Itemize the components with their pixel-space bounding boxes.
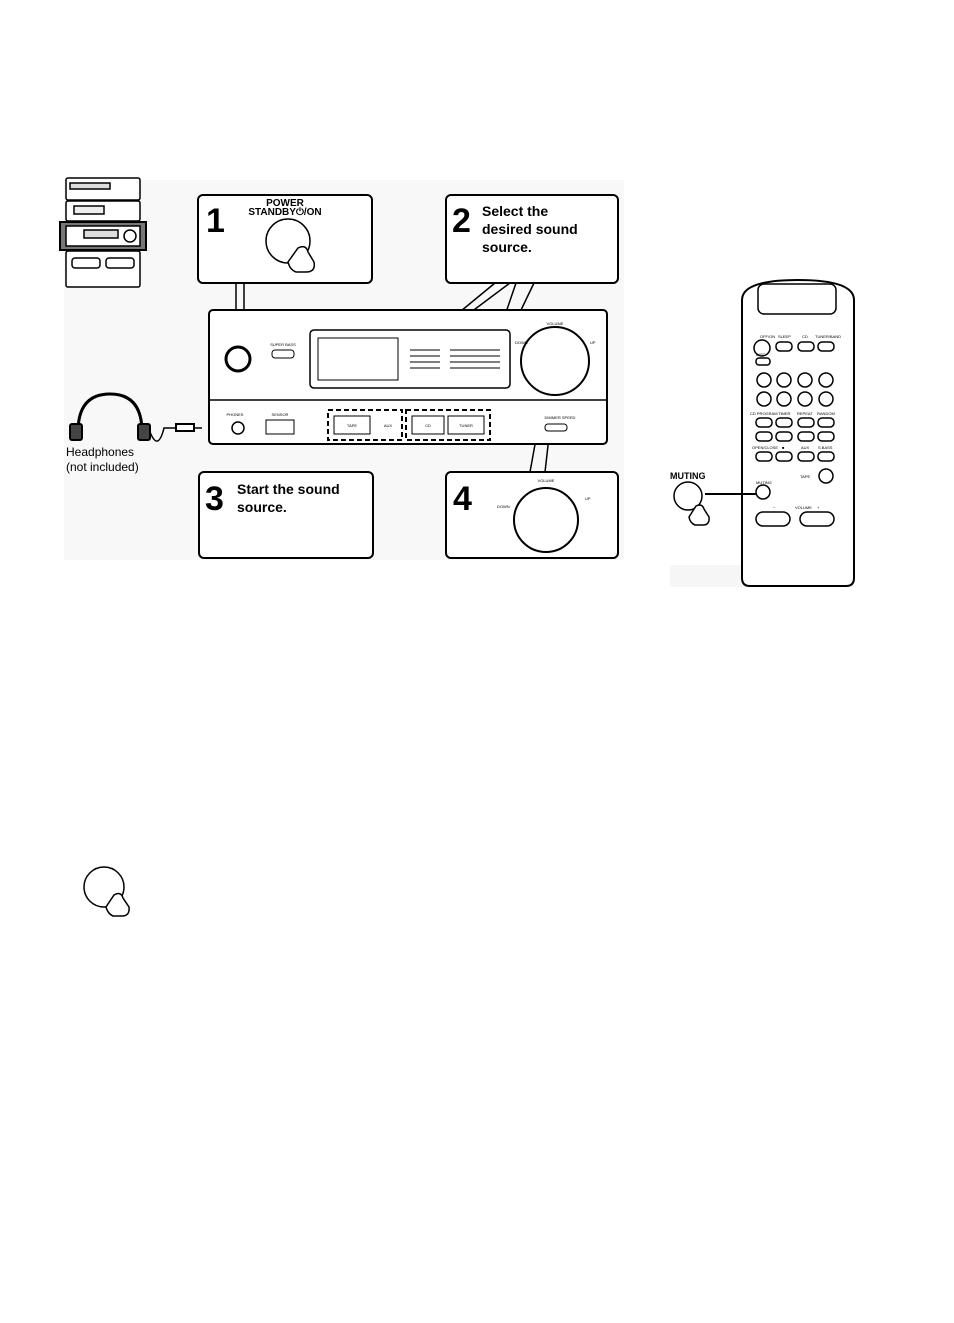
super-bass-label: SUPER BASS [270, 342, 296, 347]
remote-tape-label: TAPE [800, 474, 810, 479]
remote-control-icon: OFF/ON SLEEP CD TUNER/BAND DISC CD PROGR… [670, 278, 855, 587]
step-4-down-label: DOWN [497, 504, 510, 509]
remote-stop-label: ■ [782, 445, 785, 450]
remote-disc-label: DISC [756, 352, 766, 357]
remote-volume-plus: + [817, 505, 820, 510]
remote-openclose-label: OPEN/CLOSE [752, 445, 778, 450]
step-4-volume-knob[interactable] [513, 487, 579, 553]
cd-tuner-highlight [405, 409, 491, 441]
muting-callout-button[interactable] [673, 481, 703, 511]
remote-buttons[interactable] [753, 339, 835, 527]
remote-sensor [265, 419, 295, 435]
cd-button[interactable] [411, 415, 445, 435]
super-bass-button[interactable] [271, 349, 295, 359]
headphones-label: Headphones [66, 445, 134, 459]
hand-press-icon [688, 504, 710, 526]
step-2-line-1: Select the [482, 203, 548, 219]
remote-sleep-label: SLEEP [778, 334, 791, 339]
unit-volume-knob[interactable] [520, 326, 590, 396]
step-4-box: 4 VOLUME DOWN UP [445, 471, 619, 559]
dimmer-label: DIMMER SPEED [545, 415, 576, 420]
step-1-standby-label: STANDBY⏻/ON [248, 206, 321, 218]
sensor-label: SENSOR [272, 412, 289, 417]
remote-aux-label: AUX [801, 445, 810, 450]
headphones-icon [69, 392, 202, 442]
hand-press-icon [83, 866, 130, 917]
step-2-line-2: desired sound [482, 221, 578, 237]
stereo-system-icon [59, 177, 147, 288]
equalizer-bars [410, 349, 500, 369]
tape-button[interactable] [333, 415, 371, 435]
step-2-box: 2 Select the desired sound source. [445, 194, 619, 284]
unit-volume-up: UP [590, 340, 596, 345]
remote-tuner-label: TUNER/BAND [815, 334, 841, 339]
remote-muting-label: MUTING [756, 480, 772, 485]
muting-label: MUTING [670, 471, 706, 481]
step-2-line-3: source. [482, 239, 532, 255]
tape-aux-highlight [327, 409, 403, 441]
step-1-number: 1 [206, 202, 225, 240]
unit-volume-down: DOWN [515, 340, 528, 345]
remote-sbass-label: S.BASS [818, 445, 833, 450]
remote-repeat-label: REPEAT [797, 411, 813, 416]
remote-volume-label: VOLUME [795, 505, 812, 510]
remote-cdprogram-label: CD PROGRAM [750, 411, 778, 416]
tape-label: TAPE [347, 423, 357, 428]
phones-label: PHONES [227, 412, 244, 417]
cd-label: CD [425, 423, 431, 428]
unit-volume-label: VOLUME [547, 321, 564, 326]
remote-random-label: RANDOM [817, 411, 835, 416]
remote-volume-minus: − [773, 505, 776, 510]
step-3-number: 3 [205, 480, 224, 518]
unit-power-button[interactable] [224, 345, 252, 373]
step-3-line-2: source. [237, 499, 287, 515]
hand-press-icon [287, 245, 316, 273]
remote-timer-label: TIMER [778, 411, 791, 416]
step-3-box: 3 Start the sound source. [198, 471, 374, 559]
step-2-number: 2 [452, 202, 471, 240]
step-4-number: 4 [453, 480, 472, 518]
step-1-power-label: POWER [266, 198, 305, 209]
step-1-box: 1 POWER STANDBY⏻/ON [197, 194, 373, 284]
remote-cd-label: CD [802, 334, 808, 339]
tuner-label: TUNER [459, 423, 473, 428]
step-4-up-label: UP [585, 496, 591, 501]
aux-label: AUX [384, 423, 393, 428]
headphones-note: (not included) [66, 460, 139, 474]
remote-offon-label: OFF/ON [760, 334, 775, 339]
remote-muting-button [755, 484, 771, 500]
tuner-button[interactable] [447, 415, 485, 435]
step-4-volume-label: VOLUME [538, 478, 555, 483]
display-window [317, 337, 399, 381]
stereo-unit-front: SUPER BASS VOLUME DOWN UP PHONES SENSOR … [208, 309, 608, 445]
phones-jack [231, 421, 245, 435]
dimmer-button[interactable] [544, 423, 568, 432]
step-3-line-1: Start the sound [237, 481, 340, 497]
